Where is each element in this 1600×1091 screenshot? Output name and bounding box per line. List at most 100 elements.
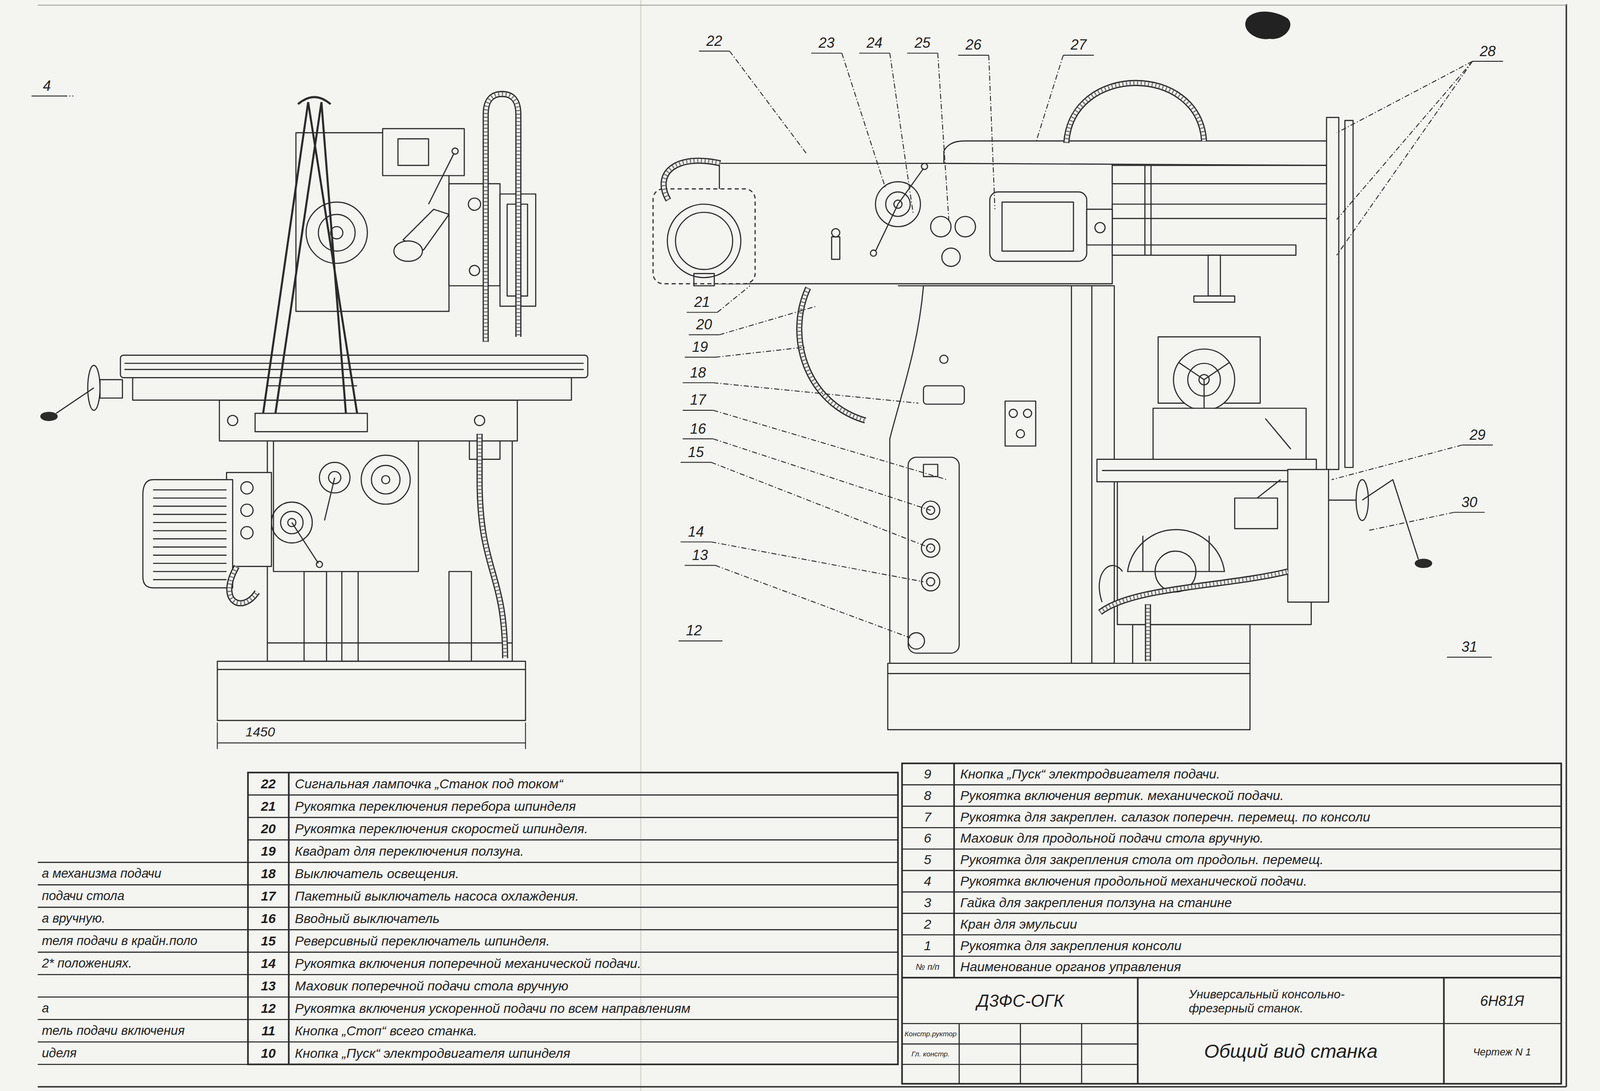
table-cell: Гайка для закрепления ползуна на станине [960, 894, 1232, 910]
title-block-cell: Универсальный консольно-фрезерный станок… [1188, 987, 1345, 1016]
hose [799, 287, 866, 421]
hose [229, 566, 258, 604]
leader-line [713, 410, 947, 480]
row-number: 16 [261, 910, 277, 927]
table-grid [901, 869, 1562, 871]
front-view [152, 530, 227, 531]
row-number: 10 [261, 1045, 277, 1061]
table-cell: Рукоятка включения продольной механическ… [960, 873, 1307, 889]
side-view [926, 577, 935, 586]
row-number: 4 [923, 873, 932, 889]
hose [799, 287, 866, 421]
table-cell: Рукоятка переключения скоростей шпинделя… [294, 821, 588, 837]
table-grid [247, 1041, 898, 1043]
row-number: 4 [923, 873, 932, 889]
table-grid [1019, 1023, 1021, 1084]
row-number: 3 [923, 894, 932, 911]
hose [1144, 603, 1151, 662]
callout-number: 15 [688, 443, 705, 460]
front-view [152, 489, 227, 491]
hose [485, 94, 519, 342]
leader-line [682, 382, 713, 384]
side-view [693, 273, 715, 286]
leader-line [680, 461, 712, 463]
side-view [923, 385, 965, 405]
table-cell: 2* положениях. [41, 955, 132, 971]
row-number: 1 [923, 938, 932, 954]
hose [1099, 571, 1288, 613]
row-number: 19 [261, 843, 277, 859]
table-cell: Кнопка „Пуск“ электродвигателя подачи. [960, 766, 1221, 782]
table-grid [901, 1023, 1562, 1025]
side-view [831, 236, 840, 260]
paper-marks [37, 1086, 1567, 1088]
callout-number: 16 [690, 420, 706, 437]
table-grid [901, 848, 1562, 850]
leader-line [62, 95, 74, 97]
side-view [989, 191, 1087, 262]
hose [479, 433, 506, 659]
side-view [1326, 117, 1339, 470]
front-view [393, 240, 423, 262]
table-grid [37, 763, 1562, 1084]
dimension-value: 1450 [245, 724, 276, 740]
front-view [468, 197, 481, 211]
front-view [120, 355, 588, 378]
table-grid [901, 891, 1562, 893]
leader-line [958, 54, 989, 56]
paper-marks [37, 4, 1567, 6]
callout-number: 21 [694, 293, 711, 311]
callout-number: 31 [1461, 638, 1478, 655]
leader-line [1035, 55, 1064, 144]
front-view [319, 462, 350, 493]
side-view [1193, 296, 1235, 303]
callout-number: 16 [690, 420, 706, 437]
side-view [1178, 362, 1205, 380]
title-block-cell: Констр.руктор [904, 1029, 957, 1038]
hose [485, 94, 519, 342]
side-view [1362, 479, 1419, 560]
table-grid [37, 974, 248, 975]
table-cell: Сигнальная лампочка „Станок под током“ [294, 776, 563, 792]
title-block-cell: Д3ФС-ОГК [976, 990, 1064, 1011]
hose [799, 287, 866, 421]
side-view [1287, 469, 1329, 603]
front-view [316, 561, 323, 568]
side-view [1345, 120, 1353, 468]
front-view [240, 504, 254, 517]
table-grid [901, 976, 1562, 979]
row-number: 11 [261, 1023, 276, 1039]
table-grid [288, 772, 290, 1065]
row-number: 20 [261, 821, 277, 837]
callout-number: 26 [965, 36, 982, 53]
row-number: 14 [261, 955, 277, 972]
leader-line [682, 409, 713, 411]
callout-number: 26 [965, 36, 982, 53]
side-view [1415, 559, 1432, 568]
leader-line [859, 52, 890, 54]
side-view [1112, 245, 1296, 256]
callout-number: 17 [690, 391, 706, 408]
leader-line [907, 52, 938, 54]
table-cell: подачи стола [41, 888, 124, 903]
table-grid [247, 816, 898, 818]
table-cell: Рукоятка для закрепления консоли [960, 938, 1182, 953]
paper-marks [37, 0, 1567, 1091]
table-cell: Рукоятка для закреплен. салазок поперечн… [960, 809, 1370, 825]
front-view [254, 413, 368, 432]
table-grid [247, 951, 898, 953]
table-header: № п/п [915, 961, 940, 972]
side-view [1142, 535, 1144, 572]
table-grid [37, 951, 248, 953]
table-cell: 2* положениях. [41, 955, 132, 971]
row-number: 2 [923, 916, 932, 932]
side-view [941, 247, 960, 267]
side-view [897, 285, 1113, 287]
callout-number: 25 [914, 34, 931, 51]
leader-line [713, 382, 919, 404]
table-cell: Рукоятка включения продольной механическ… [960, 873, 1307, 889]
table-grid [247, 1018, 898, 1020]
table-cell: Маховик для продольной подачи стола вруч… [960, 830, 1264, 846]
table-cell: Рукоятка включения ускоренной подачи по … [294, 1000, 691, 1016]
side-view [887, 673, 1251, 675]
